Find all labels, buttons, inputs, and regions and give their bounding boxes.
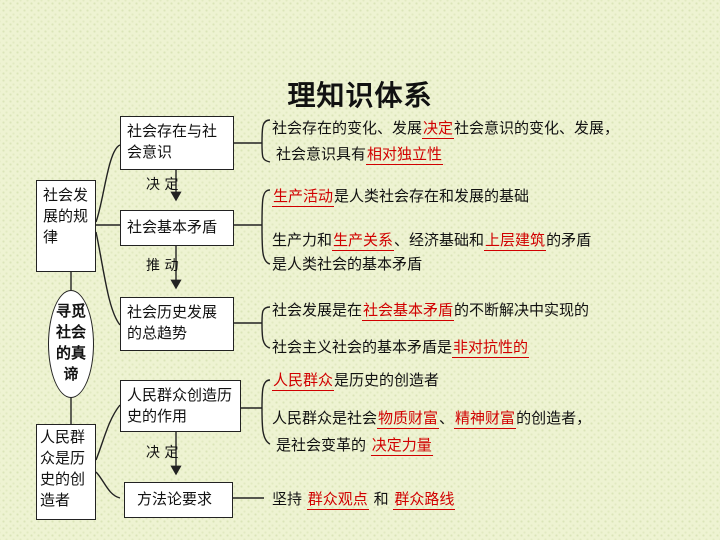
- arrow-label-decide-1: 决 定: [146, 177, 179, 193]
- text: 社会主义社会的基本矛盾是: [272, 338, 453, 356]
- text: 是社会变革的: [276, 436, 367, 454]
- node-historical-trend-label: 社会历史发展的总趋势: [127, 303, 218, 342]
- keyword: 人民群众: [272, 371, 335, 391]
- text: 人民群众是社会: [272, 409, 378, 427]
- statement-1b: 社会意识具有相对独立性: [276, 145, 444, 165]
- node-social-existence-label: 社会存在与社会意识: [127, 122, 218, 161]
- keyword: 物质财富: [377, 409, 440, 429]
- statement-2c: 是人类社会的基本矛盾: [272, 255, 423, 273]
- text: 、经济基础和: [394, 231, 485, 249]
- center-label: 寻觅社会的真谛: [55, 302, 86, 383]
- page-title: 理知识体系: [287, 79, 433, 112]
- left-bottom-label: 人民群众是历史的创造者: [40, 428, 86, 509]
- text: 是历史的创造者: [334, 371, 440, 389]
- text: 和: [373, 490, 389, 508]
- statement-3b: 社会主义社会的基本矛盾是非对抗性的: [272, 338, 530, 358]
- node-basic-contradiction: 社会基本矛盾: [120, 210, 234, 246]
- text: 的创造者，: [516, 409, 592, 427]
- branch-line-n5: [95, 471, 121, 499]
- text: 社会意识的变化、发展，: [454, 119, 620, 137]
- statement-3a: 社会发展是在社会基本矛盾的不断解决中实现的: [272, 301, 590, 321]
- branch-line-n3: [95, 231, 121, 326]
- keyword: 相对独立性: [366, 145, 444, 165]
- keyword: 决定: [422, 119, 455, 139]
- bracket-n4: [261, 379, 271, 445]
- statement-4b: 人民群众是社会物质财富、精神财富的创造者，: [272, 409, 592, 429]
- node-historical-trend: 社会历史发展的总趋势: [120, 297, 234, 351]
- keyword: 精神财富: [454, 409, 517, 429]
- left-top-label: 社会发展的规律: [43, 186, 89, 246]
- arrow-label-drive: 推 动: [146, 258, 179, 274]
- text: 的不断解决中实现的: [454, 301, 590, 319]
- keyword: 决定力量: [370, 436, 433, 456]
- keyword: 社会基本矛盾: [362, 301, 455, 321]
- node-social-existence: 社会存在与社会意识: [120, 116, 234, 170]
- keyword: 上层建筑: [484, 231, 547, 251]
- statement-1a: 社会存在的变化、发展决定社会意识的变化、发展，: [272, 119, 620, 139]
- node-people-role: 人民群众创造历史的作用: [120, 380, 241, 432]
- statement-4c: 是社会变革的 决定力量: [276, 436, 433, 456]
- branch-line-n4: [95, 404, 121, 461]
- text: 社会发展是在: [272, 301, 363, 319]
- center-oval: 寻觅社会的真谛: [48, 290, 94, 398]
- text: 、: [439, 409, 455, 427]
- node-methodology: 方法论要求: [124, 482, 233, 518]
- statement-2b: 生产力和生产关系、经济基础和上层建筑的矛盾: [272, 231, 592, 251]
- text: 坚持: [272, 490, 303, 508]
- keyword: 群众观点: [306, 490, 369, 510]
- arrow-label-decide-2: 决 定: [146, 445, 179, 461]
- keyword: 生产关系: [332, 231, 395, 251]
- text: 社会意识具有: [276, 145, 367, 163]
- text: 是人类社会存在和发展的基础: [334, 187, 530, 205]
- node-basic-contradiction-label: 社会基本矛盾: [127, 218, 218, 236]
- text: 社会存在的变化、发展: [272, 119, 423, 137]
- branch-line-n1: [95, 144, 121, 223]
- statement-4a: 人民群众是历史的创造者: [272, 371, 440, 391]
- keyword: 生产活动: [272, 187, 335, 207]
- node-people-role-label: 人民群众创造历史的作用: [127, 386, 233, 425]
- text: 生产力和: [272, 231, 333, 249]
- left-top-box: 社会发展的规律: [36, 180, 96, 272]
- statement-2a: 生产活动是人类社会存在和发展的基础: [272, 187, 530, 207]
- left-bottom-box: 人民群众是历史的创造者: [36, 424, 96, 520]
- statement-5: 坚持 群众观点 和 群众路线: [272, 490, 456, 510]
- keyword: 非对抗性的: [452, 338, 530, 358]
- text: 的矛盾: [546, 231, 592, 249]
- keyword: 群众路线: [393, 490, 456, 510]
- node-methodology-label: 方法论要求: [137, 490, 213, 508]
- bracket-n3: [261, 306, 271, 349]
- bracket-n2: [261, 189, 271, 265]
- bracket-n1: [261, 119, 271, 163]
